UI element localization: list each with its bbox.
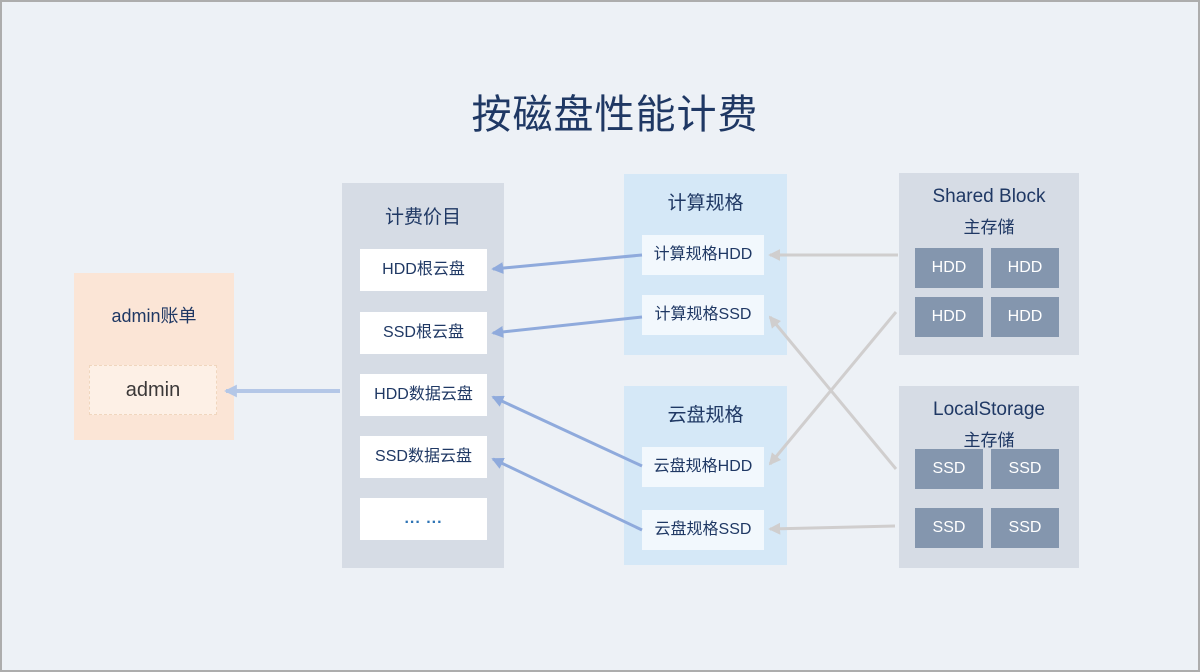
price-item-ssd-root-disk: SSD根云盘	[360, 312, 487, 354]
edge-local-storage-to-compute-spec-ssd	[768, 315, 898, 470]
hdd-chip: HDD	[915, 248, 983, 288]
shared-block-title: Shared Block	[932, 186, 1046, 207]
ssd-chip: SSD	[991, 449, 1059, 489]
disk-spec-box: 云盘规格 云盘规格HDD 云盘规格SSD	[624, 386, 787, 565]
disk-spec-ssd-item: 云盘规格SSD	[642, 510, 764, 550]
edge-disk-spec-ssd-to-price-ssd-data-disk	[491, 457, 643, 532]
edge-compute-spec-hdd-to-price-hdd-root-disk	[491, 253, 643, 275]
price-item-ssd-data-disk: SSD数据云盘	[360, 436, 487, 478]
local-storage-title: LocalStorage	[933, 399, 1045, 420]
shared-block-storage-box: Shared Block 主存储 HDD HDD HDD HDD	[899, 173, 1079, 355]
edge-shared-block-storage-to-disk-spec-hdd	[768, 311, 898, 466]
compute-spec-ssd-item: 计算规格SSD	[642, 295, 764, 335]
compute-spec-title: 计算规格	[667, 193, 744, 214]
price-item-hdd-root-disk: HDD根云盘	[360, 249, 487, 291]
hdd-chip: HDD	[991, 297, 1059, 337]
compute-spec-box: 计算规格 计算规格HDD 计算规格SSD	[624, 174, 787, 355]
hdd-chip: HDD	[915, 297, 983, 337]
admin-account-box: admin	[89, 365, 217, 415]
local-storage-box: LocalStorage 主存储 SSD SSD SSD SSD	[899, 386, 1079, 568]
price-item-hdd-data-disk: HDD数据云盘	[360, 374, 487, 416]
ssd-chip: SSD	[915, 508, 983, 548]
edge-local-storage-to-disk-spec-ssd	[768, 522, 896, 535]
edge-compute-spec-ssd-to-price-ssd-root-disk	[491, 315, 643, 338]
admin-bill-box: admin账单 admin	[74, 273, 234, 440]
price-list-title: 计费价目	[384, 207, 461, 228]
price-item-ellipsis: ... ...	[360, 498, 487, 540]
hdd-chip: HDD	[991, 248, 1059, 288]
shared-block-subtitle: 主存储	[963, 217, 1015, 237]
admin-bill-title: admin账单	[111, 306, 197, 326]
price-list-box: 计费价目 HDD根云盘 SSD根云盘 HDD数据云盘 SSD数据云盘 ... .…	[342, 183, 504, 568]
page-title: 按磁盘性能计费	[471, 93, 759, 137]
compute-spec-hdd-item: 计算规格HDD	[642, 235, 764, 275]
disk-spec-title: 云盘规格	[667, 405, 744, 426]
ssd-chip: SSD	[915, 449, 983, 489]
disk-spec-hdd-item: 云盘规格HDD	[642, 447, 764, 487]
ssd-chip: SSD	[991, 508, 1059, 548]
edge-disk-spec-hdd-to-price-hdd-data-disk	[491, 395, 643, 468]
local-storage-subtitle: 主存储	[963, 430, 1015, 450]
